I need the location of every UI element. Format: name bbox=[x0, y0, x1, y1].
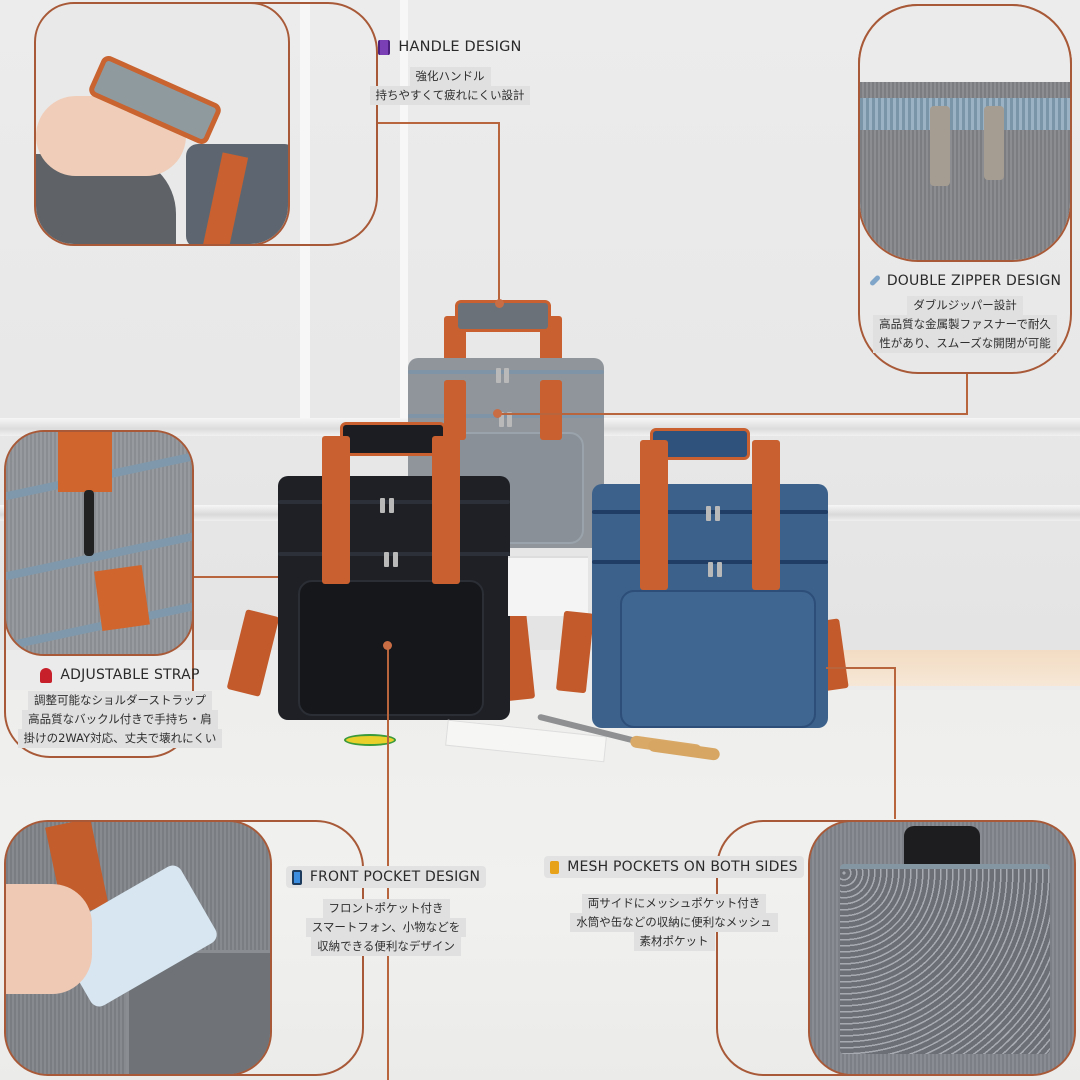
zipper-callout: DOUBLE ZIPPER DESIGN ダブルジッパー設計 高品質な金属製ファ… bbox=[858, 268, 1072, 353]
front-pocket-callout: FRONT POCKET DESIGN フロントポケット付き スマートフォン、小… bbox=[276, 866, 496, 956]
feature-title-text: ADJUSTABLE STRAP bbox=[60, 667, 200, 683]
beverage-can-icon bbox=[550, 860, 560, 874]
blue-bag-front-pocket bbox=[620, 590, 816, 728]
description-line: 調整可能なショルダーストラップ bbox=[28, 690, 212, 710]
description-line: 水筒や缶などの収納に便利なメッシュ bbox=[570, 913, 778, 932]
zipper-teeth bbox=[860, 98, 1070, 130]
zipper-puller bbox=[499, 412, 504, 427]
description-line: 高品質なバックル付きで手持ち・肩 bbox=[22, 709, 218, 729]
black-bag-handle bbox=[322, 436, 350, 584]
coaster-prop bbox=[344, 734, 396, 746]
feature-title: DOUBLE ZIPPER DESIGN bbox=[863, 270, 1067, 292]
book-prop bbox=[508, 556, 588, 616]
black-bag-grip bbox=[340, 422, 446, 456]
description-line: フロントポケット付き bbox=[322, 898, 450, 918]
description-line: 持ちやすくて疲れにくい設計 bbox=[369, 85, 531, 105]
zipper-puller bbox=[717, 562, 722, 577]
mobile-phone-icon bbox=[291, 869, 302, 885]
spool-icon bbox=[378, 39, 391, 55]
zipper-puller bbox=[715, 506, 720, 521]
front-pocket-photo bbox=[4, 820, 272, 1076]
gray-bag-handle bbox=[444, 380, 466, 440]
strap-tab bbox=[94, 564, 150, 632]
handle-callout: HANDLE DESIGN 強化ハンドル 持ちやすくて疲れにくい設計 bbox=[340, 36, 560, 105]
feature-title: FRONT POCKET DESIGN bbox=[285, 866, 487, 888]
snap-hook bbox=[84, 490, 94, 556]
mesh-pocket-photo bbox=[808, 820, 1076, 1076]
connector-mesh bbox=[826, 667, 896, 669]
feature-description: ダブルジッパー設計 高品質な金属製ファスナーで耐久 性があり、スムーズな開閉が可… bbox=[873, 295, 1057, 353]
connector-dot bbox=[493, 409, 502, 418]
feature-description: 調整可能なショルダーストラップ 高品質なバックル付きで手持ち・肩 掛けの2WAY… bbox=[17, 690, 223, 748]
connector-zipper bbox=[498, 413, 968, 415]
wall-panel-trim bbox=[300, 0, 310, 420]
zipper-pull-tab bbox=[930, 106, 950, 186]
connector-mesh bbox=[894, 667, 896, 819]
handle-photo bbox=[34, 2, 290, 246]
zipper-puller bbox=[706, 506, 711, 521]
zipper-puller bbox=[504, 368, 509, 383]
zipper-puller bbox=[393, 552, 398, 567]
feature-title: ADJUSTABLE STRAP bbox=[34, 664, 205, 686]
description-line: 性があり、スムーズな開閉が可能 bbox=[873, 333, 1057, 353]
zipper-puller bbox=[389, 498, 394, 513]
zipper-photo bbox=[858, 4, 1072, 262]
blue-bag-handle bbox=[752, 440, 780, 590]
zipper-track bbox=[278, 500, 510, 504]
description-line: 収納できる便利なデザイン bbox=[311, 936, 461, 956]
description-line: スマートフォン、小物などを bbox=[305, 917, 467, 937]
feature-title: HANDLE DESIGN bbox=[372, 36, 527, 58]
connector-dot bbox=[383, 641, 392, 650]
gray-bag-handle bbox=[540, 380, 562, 440]
description-line: ダブルジッパー設計 bbox=[907, 295, 1023, 315]
description-line: 両サイドにメッシュポケット付き bbox=[581, 894, 767, 913]
description-line: 素材ポケット bbox=[633, 932, 715, 951]
description-line: 掛けの2WAY対応、丈夫で壊れにくい bbox=[17, 728, 223, 748]
strap-photo bbox=[4, 430, 194, 656]
blue-bag-handle bbox=[640, 440, 668, 590]
description-line: 高品質な金属製ファスナーで耐久 bbox=[873, 314, 1057, 334]
black-bag-handle bbox=[432, 436, 460, 584]
hand-shape bbox=[6, 884, 92, 994]
strap-webbing bbox=[58, 432, 112, 492]
feature-title-text: DOUBLE ZIPPER DESIGN bbox=[886, 272, 1062, 289]
connector-handle bbox=[498, 122, 500, 304]
feature-title-text: FRONT POCKET DESIGN bbox=[309, 869, 481, 885]
feature-title: MESH POCKETS ON BOTH SIDES bbox=[544, 856, 804, 878]
connector-dot bbox=[495, 299, 504, 308]
zipper-puller bbox=[380, 498, 385, 513]
feature-title-text: HANDLE DESIGN bbox=[398, 39, 522, 55]
feature-description: 両サイドにメッシュポケット付き 水筒や缶などの収納に便利なメッシュ 素材ポケット bbox=[570, 894, 778, 951]
tooth-icon bbox=[40, 667, 53, 683]
connector-zipper bbox=[966, 372, 968, 415]
mesh-callout: MESH POCKETS ON BOTH SIDES 両サイドにメッシュポケット… bbox=[534, 856, 814, 951]
connector-strap bbox=[194, 576, 278, 578]
zipper-puller bbox=[507, 412, 512, 427]
feature-description: 強化ハンドル 持ちやすくて疲れにくい設計 bbox=[369, 66, 531, 105]
feature-title-text: MESH POCKETS ON BOTH SIDES bbox=[567, 859, 798, 875]
connector-front-pocket bbox=[387, 646, 389, 1080]
wall-panel-trim bbox=[400, 0, 408, 420]
zipper-puller bbox=[708, 562, 713, 577]
zipper-puller bbox=[384, 552, 389, 567]
strap-callout: ADJUSTABLE STRAP 調整可能なショルダーストラップ 高品質なバック… bbox=[0, 664, 240, 748]
feature-description: フロントポケット付き スマートフォン、小物などを 収納できる便利なデザイン bbox=[305, 898, 467, 956]
zipper-puller bbox=[496, 368, 501, 383]
zipper-track bbox=[408, 414, 604, 418]
connector-handle bbox=[376, 122, 500, 124]
safety-pin-icon bbox=[868, 274, 881, 287]
description-line: 強化ハンドル bbox=[409, 66, 491, 86]
mesh-pocket bbox=[840, 864, 1050, 1054]
zipper-pull-tab bbox=[984, 106, 1004, 180]
